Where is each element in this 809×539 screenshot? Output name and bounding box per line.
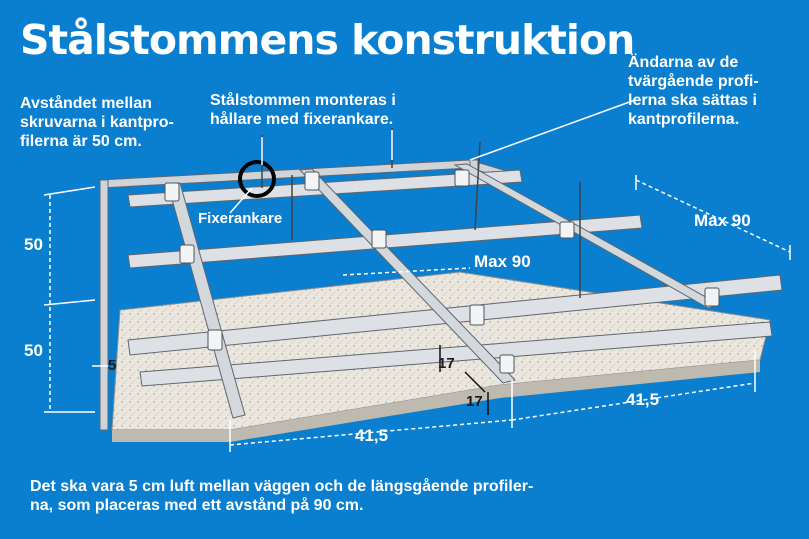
profile-connectors (164, 169, 720, 374)
dimension-17-marks (439, 345, 489, 415)
leader-lines (229, 99, 636, 214)
max-90-center-label: Max 90 (474, 252, 531, 271)
fixerankare-label: Fixerankare (198, 210, 283, 227)
mounting-note: Stålstommen monteras i hållare med fixer… (210, 92, 396, 128)
profile-ends-note: Ändarna av de tvärgående profi- lerna sk… (628, 54, 759, 128)
page-title: Stålstommens konstruktion (20, 16, 635, 64)
bottom-note: Det ska vara 5 cm luft mellan väggen och… (30, 478, 534, 514)
hangers (261, 128, 581, 298)
dimension-50-top-label: 50 (24, 235, 43, 254)
max-90-right-label: Max 90 (694, 211, 751, 230)
screw-spacing-note: Avståndet mellan skruvarna i kantpro- fi… (20, 95, 174, 150)
cross-profiles (167, 163, 722, 419)
dimension-lines (43, 175, 791, 452)
dimension-41-5-right-label: 41,5 (626, 390, 660, 409)
dimension-50-bottom-label: 50 (24, 341, 43, 360)
dimension-41-5-left-label: 41,5 (355, 426, 389, 445)
dimension-5-label: 5 (108, 357, 117, 374)
dimension-17-bottom-label: 17 (466, 393, 483, 410)
dimension-17-top-label: 17 (438, 355, 455, 372)
fixerankare-highlight-circle (238, 160, 276, 198)
